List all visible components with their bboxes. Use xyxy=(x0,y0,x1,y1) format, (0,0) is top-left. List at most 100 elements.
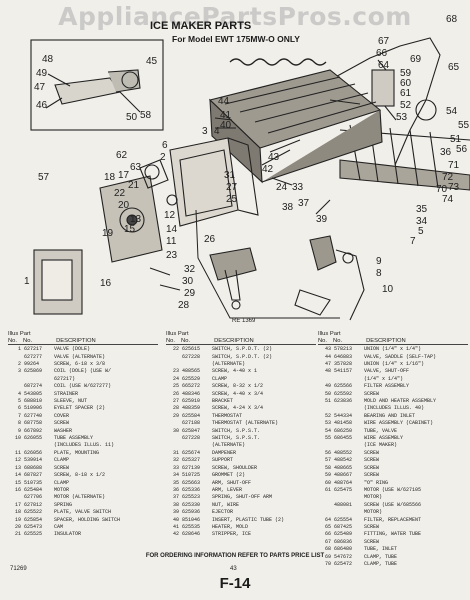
part-description: SCREW (USE W/685566 xyxy=(364,501,422,508)
illus-number: 5 xyxy=(17,398,21,405)
part-number: 627740 xyxy=(24,412,43,419)
callout-9: 9 xyxy=(376,256,382,267)
part-number: 688810 xyxy=(24,398,43,405)
part-description: SWITCH, S.P.D.T. (2) xyxy=(212,353,273,360)
callout-33: 33 xyxy=(292,182,304,193)
illus-number: 65 xyxy=(324,523,331,530)
ordering-note: FOR ORDERING INFORMATION REFER TO PARTS … xyxy=(145,553,325,559)
illus-number: 17 xyxy=(14,501,21,508)
callout-41: 41 xyxy=(220,110,232,121)
table-header-columns: No.No.DESCRIPTION xyxy=(318,338,468,345)
header-description: DESCRIPTION xyxy=(366,337,406,344)
callout-62: 62 xyxy=(116,150,128,161)
callout-5: 5 xyxy=(418,226,424,237)
callout-66: 66 xyxy=(376,48,388,59)
illus-number: 22 xyxy=(172,346,179,353)
table-row: (ALTERNATE) xyxy=(166,442,316,449)
part-description: CAM xyxy=(54,523,64,530)
part-description: SCREW xyxy=(364,464,380,471)
part-description: VALVE (DOLE) xyxy=(54,346,91,353)
illus-number: 40 xyxy=(172,516,179,523)
callout-30: 30 xyxy=(182,276,194,287)
part-description: SCREW xyxy=(364,449,380,456)
callout-47: 47 xyxy=(34,82,46,93)
part-description: PLATE, VALVE SWITCH xyxy=(54,509,112,516)
page-number: 43 xyxy=(230,566,237,572)
callout-12: 12 xyxy=(164,210,176,221)
part-number: 625936 xyxy=(182,509,201,516)
part-number: 628646 xyxy=(182,531,201,538)
table-row: (ALTERNATE) xyxy=(166,361,316,368)
illus-number: 4 xyxy=(17,390,21,397)
callout-26: 26 xyxy=(204,234,216,245)
part-description: (ALTERNATE) xyxy=(212,442,246,449)
part-number: 625554 xyxy=(334,516,353,523)
part-description: UNION (1/4" x 1/16") xyxy=(364,361,425,367)
illus-number: 33 xyxy=(172,464,179,471)
callout-50: 50 xyxy=(126,112,138,123)
part-number: 627188 xyxy=(182,420,201,427)
callout-51: 51 xyxy=(450,134,462,145)
callout-72: 72 xyxy=(442,172,454,183)
part-number: 627277 xyxy=(24,353,43,360)
callout-8: 8 xyxy=(376,268,382,279)
illus-number: 11 xyxy=(14,449,21,456)
callout-25: 25 xyxy=(226,194,238,205)
callout-16: 16 xyxy=(100,278,112,289)
part-description: MOTOR) xyxy=(364,494,383,501)
illus-number: 53 xyxy=(324,420,331,427)
part-number: 488552 xyxy=(334,449,353,456)
part-number: 625522 xyxy=(24,509,43,516)
part-number: 625330 xyxy=(182,501,201,508)
illus-number: 59 xyxy=(324,472,331,479)
callout-4: 4 xyxy=(214,126,220,137)
part-description: MOTOR (ALTERNATE) xyxy=(54,494,106,501)
illus-number: 12 xyxy=(14,457,21,464)
part-description: COVER xyxy=(54,412,70,419)
part-number: 625584 xyxy=(182,412,201,419)
illus-number: 39 xyxy=(172,509,179,516)
header-no: No. xyxy=(166,337,176,344)
part-number: 625489 xyxy=(334,531,353,538)
callout-11: 11 xyxy=(166,236,177,247)
callout-40: 40 xyxy=(220,120,232,131)
part-number: 627139 xyxy=(182,464,201,471)
illus-number: 30 xyxy=(172,427,179,434)
part-number: 646883 xyxy=(334,353,353,360)
part-number: 541157 xyxy=(334,368,353,375)
part-description: TUBE, INLET xyxy=(364,546,398,553)
part-number: 687425 xyxy=(334,523,353,530)
illus-number: 20 xyxy=(14,523,21,530)
part-description: SCREW, 8-32 x 1/2 xyxy=(212,383,264,390)
part-description: VALVE, SADDLE (SELF-TAP) xyxy=(364,353,437,360)
callout-54: 54 xyxy=(446,106,458,117)
callout-18: 18 xyxy=(104,172,116,183)
callout-55: 55 xyxy=(458,120,470,131)
callout-65: 65 xyxy=(448,62,460,73)
part-description: (ALTERNATE) xyxy=(212,361,246,367)
callout-59: 59 xyxy=(400,68,412,79)
callout-44: 44 xyxy=(218,96,230,107)
part-number xyxy=(24,376,54,383)
part-description: CLAMP xyxy=(212,375,228,382)
part-description: SCREW xyxy=(54,420,70,427)
callout-22: 22 xyxy=(114,188,126,199)
illus-number: 55 xyxy=(324,435,331,442)
callout-34: 34 xyxy=(416,216,428,227)
